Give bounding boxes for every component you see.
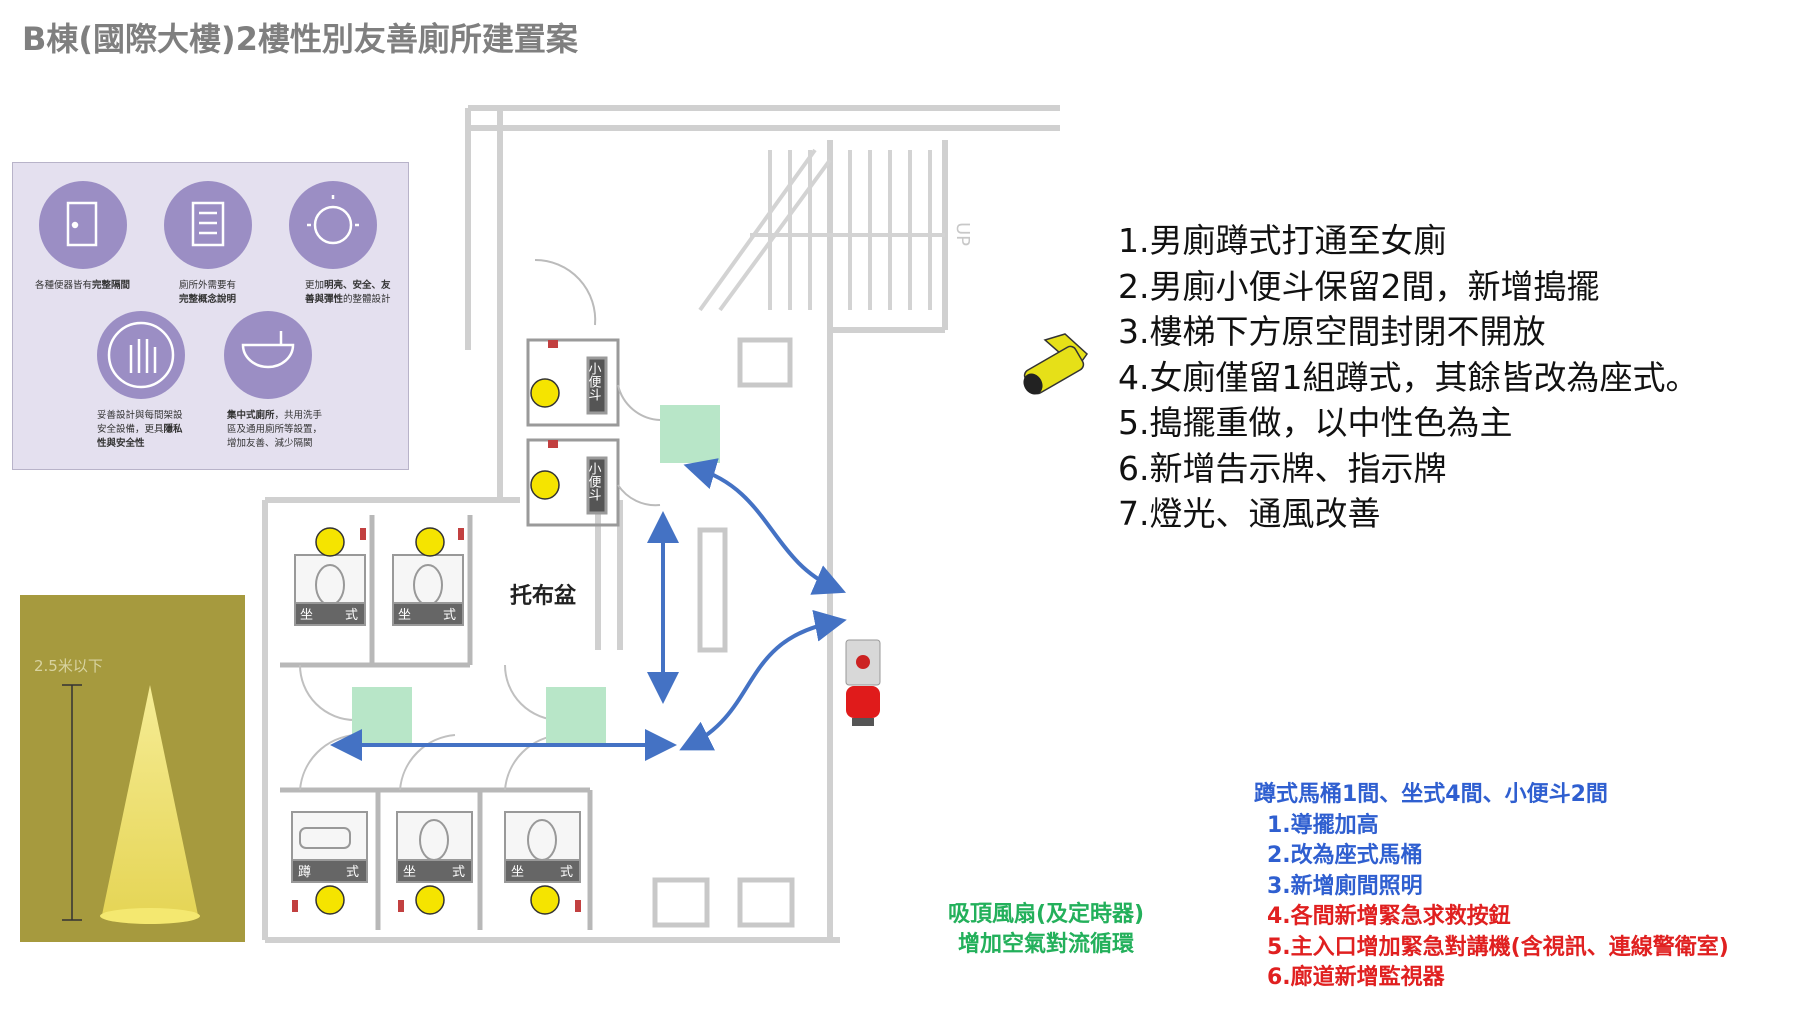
washbasin-icon [224,311,312,399]
marker-stall-1 [315,527,345,557]
design-principles-panel: 各種便器皆有完整隔間 廁所外需要有完整概念說明 更加明亮、安全、友 善與彈性的整… [12,162,409,470]
caption-5: 集中式廁所，共用洗手 區及通用廁所等設置， 增加友善、減少隔閡 [227,410,323,449]
fan-line-1: 吸頂風扇(及定時器) [948,902,1145,927]
page-title: B棟(國際大樓)2樓性別友善廁所建置案 [22,20,578,58]
marker-urinal-1 [530,378,560,408]
upper-toilets [294,554,464,626]
lighting-panel [20,595,245,942]
marker-urinal-2 [530,470,560,500]
lightbulb-icon [289,181,377,269]
door-icon [39,181,127,269]
caption-2: 廁所外需要有完整概念說明 [179,280,237,305]
staircase: UP [698,148,973,312]
cctv-camera-icon [1023,333,1088,395]
fan-line-2: 增加空氣對流循環 [958,932,1135,957]
marker-stall-2 [415,527,445,557]
notes-block: 蹲式馬桶1間、坐式4間、小便斗2間 1.導擺加高 2.改為座式馬桶 3.新增廁間… [1254,780,1729,994]
squat-label-a: 蹲 [298,865,311,880]
lower-toilets [291,811,581,883]
sit-label-1a: 坐 [300,608,313,623]
urinal-stalls [526,258,661,527]
sit-label-4a: 坐 [511,865,524,880]
fan-note: 吸頂風扇(及定時器) 增加空氣對流循環 [948,900,1144,960]
principle-icons [39,181,377,399]
sit-label-2b: 式 [443,608,456,623]
caption-1: 各種便器皆有完整隔間 [35,280,131,291]
sit-label-2a: 坐 [398,608,411,623]
improvement-item: 3.樓梯下方原空間封閉不開放 [1118,312,1546,351]
green-zones [352,405,720,745]
improvement-item: 5.搗擺重做，以中性色為主 [1118,403,1513,442]
sit-label-3a: 坐 [403,865,416,880]
marker-stall-4 [415,885,445,915]
sit-label-4b: 式 [560,865,573,880]
door-arcs [299,664,561,791]
notes-heading: 蹲式馬桶1間、坐式4間、小便斗2間 [1254,782,1608,807]
lower-stalls [280,787,593,930]
note-item: 3.新增廁間照明 [1267,873,1423,899]
urinal-label-2: 小便斗 [586,462,602,501]
note-item: 2.改為座式馬桶 [1267,843,1423,868]
squat-label-b: 式 [346,865,359,880]
stair-up-label: UP [952,222,973,246]
urinal-label-1: 小便斗 [586,362,602,401]
height-label: 2.5米以下 [34,657,103,675]
spotlight-illustration [62,684,200,924]
improvement-item: 2.男廁小便斗保留2間，新增搗擺 [1118,266,1600,306]
marker-stall-5 [530,885,560,915]
mop-sink-label: 托布盆 [510,584,577,609]
note-item: 4.各間新增緊急求救按鈕 [1267,904,1511,929]
red-indicators [292,340,581,912]
flow-arrows [330,458,847,761]
walls [262,105,1060,943]
improvement-item: 1.男廁蹲式打通至女廁 [1118,221,1447,260]
caption-4: 妥善設計與每間架設 安全設備，更具隱私 性與安全性 [97,410,183,449]
improvement-item: 6.新增告示牌、指示牌 [1118,448,1447,488]
upper-stalls [280,515,473,668]
checklist-icon [164,181,252,269]
improvement-list: 1.男廁蹲式打通至女廁 2.男廁小便斗保留2間，新增搗擺 3.樓梯下方原空間封閉… [1118,218,1698,537]
note-item: 1.導擺加高 [1267,812,1379,838]
caption-3: 更加明亮、安全、友 善與彈性的整體設計 [305,280,391,305]
note-item: 5.主入口增加緊急對講機(含視訊、連線警衛室) [1267,934,1729,960]
sit-label-3b: 式 [452,865,465,880]
improvement-item: 4.女廁僅留1組蹲式，其餘皆改為座式。 [1118,357,1699,397]
note-item: 6.廊道新增監視器 [1267,965,1445,990]
urinal-labels: 小便斗 小便斗 [586,362,602,501]
improvement-item: 7.燈光、通風改善 [1118,494,1381,533]
emergency-markers [315,378,560,915]
marker-stall-3 [315,885,345,915]
emergency-intercom-icon [845,639,881,726]
sit-label-1b: 式 [345,608,358,623]
